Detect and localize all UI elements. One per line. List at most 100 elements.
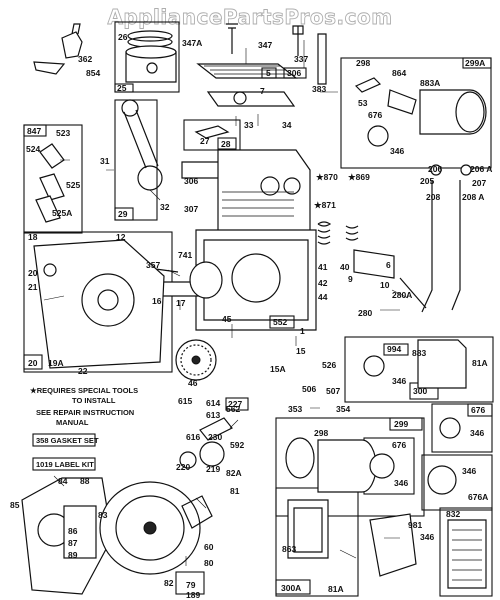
part-piston-pin [146,62,158,74]
label-53: 53 [358,98,368,108]
part-676-top [367,125,389,147]
leader-set [43,40,409,566]
part-boxes [23,21,494,597]
label-10: 10 [380,280,390,290]
label-614: 614 [206,398,220,408]
part-27 [194,125,230,139]
part-gearcase-center [97,289,119,311]
label-299a: 299A [465,58,485,68]
label-353: 353 [288,404,302,414]
part-21 [43,263,57,277]
label-981: 981 [408,520,422,530]
label-206: 206 [428,164,442,174]
label-28: 28 [221,139,231,149]
label-17: 17 [176,298,186,308]
part-piston-top [125,45,177,59]
label-871: ★871 [314,200,336,210]
box-994-tag [383,343,409,356]
label-34: 34 [282,120,292,130]
label-306-mid: 306 [184,176,198,186]
part-drawings [21,23,487,595]
label-82: 82 [164,578,174,588]
label-9: 9 [348,274,353,284]
part-flywheel-inner [115,495,185,561]
part-86-plate [63,505,97,559]
box-muffler-300 [344,336,494,403]
part-832-fins [452,529,482,581]
part-springs-right [345,225,359,241]
part-883-muffler [417,339,467,389]
note-special-tools: ★REQUIRES SPECIAL TOOLS [30,386,138,395]
label-869: ★869 [348,172,370,182]
label-676-top: 676 [368,110,382,120]
label-208: 208 [426,192,440,202]
label-81a-bot: 81A [328,584,344,594]
part-valve-port1 [260,176,280,196]
label-562: 562 [226,404,240,414]
box-676-tag [467,403,493,417]
label-832: 832 [446,509,460,519]
note-to-install: TO INSTALL [72,396,116,405]
label-854: 854 [86,68,100,78]
label-524: 524 [26,144,40,154]
part-46-hub [191,355,201,365]
label-83: 83 [98,510,108,520]
label-676-mid: 676 [392,440,406,450]
label-32: 32 [160,202,170,212]
label-870: ★870 [316,172,338,182]
leader-lines [43,40,409,566]
label-298-bot: 298 [314,428,328,438]
label-41: 41 [318,262,328,272]
notes: ★REQUIRES SPECIAL TOOLS TO INSTALL SEE R… [30,386,138,469]
part-gasket-bore [233,91,247,105]
label-7: 7 [260,86,265,96]
label-12: 12 [116,232,126,242]
part-383 [317,33,327,85]
label-16: 16 [152,296,162,306]
label-15a: 15A [270,364,286,374]
part-206-knob [430,164,442,176]
note-label-kit: 1019 LABEL KIT [36,460,94,469]
box-79 [175,571,205,595]
part-854 [33,61,66,75]
part-crank-web [189,261,223,299]
part-7-gasket [206,91,296,107]
part-298-bot [285,437,315,479]
label-89: 89 [68,550,78,560]
label-44: 44 [318,292,328,302]
label-81a: 81A [472,358,488,368]
box-29-tag [114,207,134,221]
label-45: 45 [222,314,232,324]
label-525: 525 [66,180,80,190]
label-60: 60 [204,542,214,552]
label-80: 80 [204,558,214,568]
label-25: 25 [117,83,127,93]
part-26-ring1 [127,30,173,42]
label-616: 616 [186,432,200,442]
label-526: 526 [322,360,336,370]
label-346-r3: 346 [462,466,476,476]
label-676-bot: 676 [471,405,485,415]
label-227: 227 [228,399,242,409]
label-552: 552 [273,317,287,327]
box-5 [261,67,277,79]
label-29: 29 [118,209,128,219]
box-306 [283,67,307,79]
label-357: 357 [146,260,160,270]
label-299: 299 [394,419,408,429]
part-280a [399,277,427,309]
box-gasket [32,433,96,447]
label-883: 883 [412,348,426,358]
part-gearcase-boss [81,273,135,327]
label-20a: 20 [28,268,38,278]
label-27: 27 [200,136,210,146]
part-525a [35,195,61,223]
label-220: 220 [176,462,190,472]
label-383: 383 [312,84,326,94]
part-labels: 362 854 26 25 347A 347 337 306 5 7 383 2… [10,32,492,600]
label-79: 79 [186,580,196,590]
label-741: 741 [178,250,192,260]
part-springs-left [317,221,332,245]
label-280a: 280A [392,290,412,300]
part-676-right [439,417,461,439]
